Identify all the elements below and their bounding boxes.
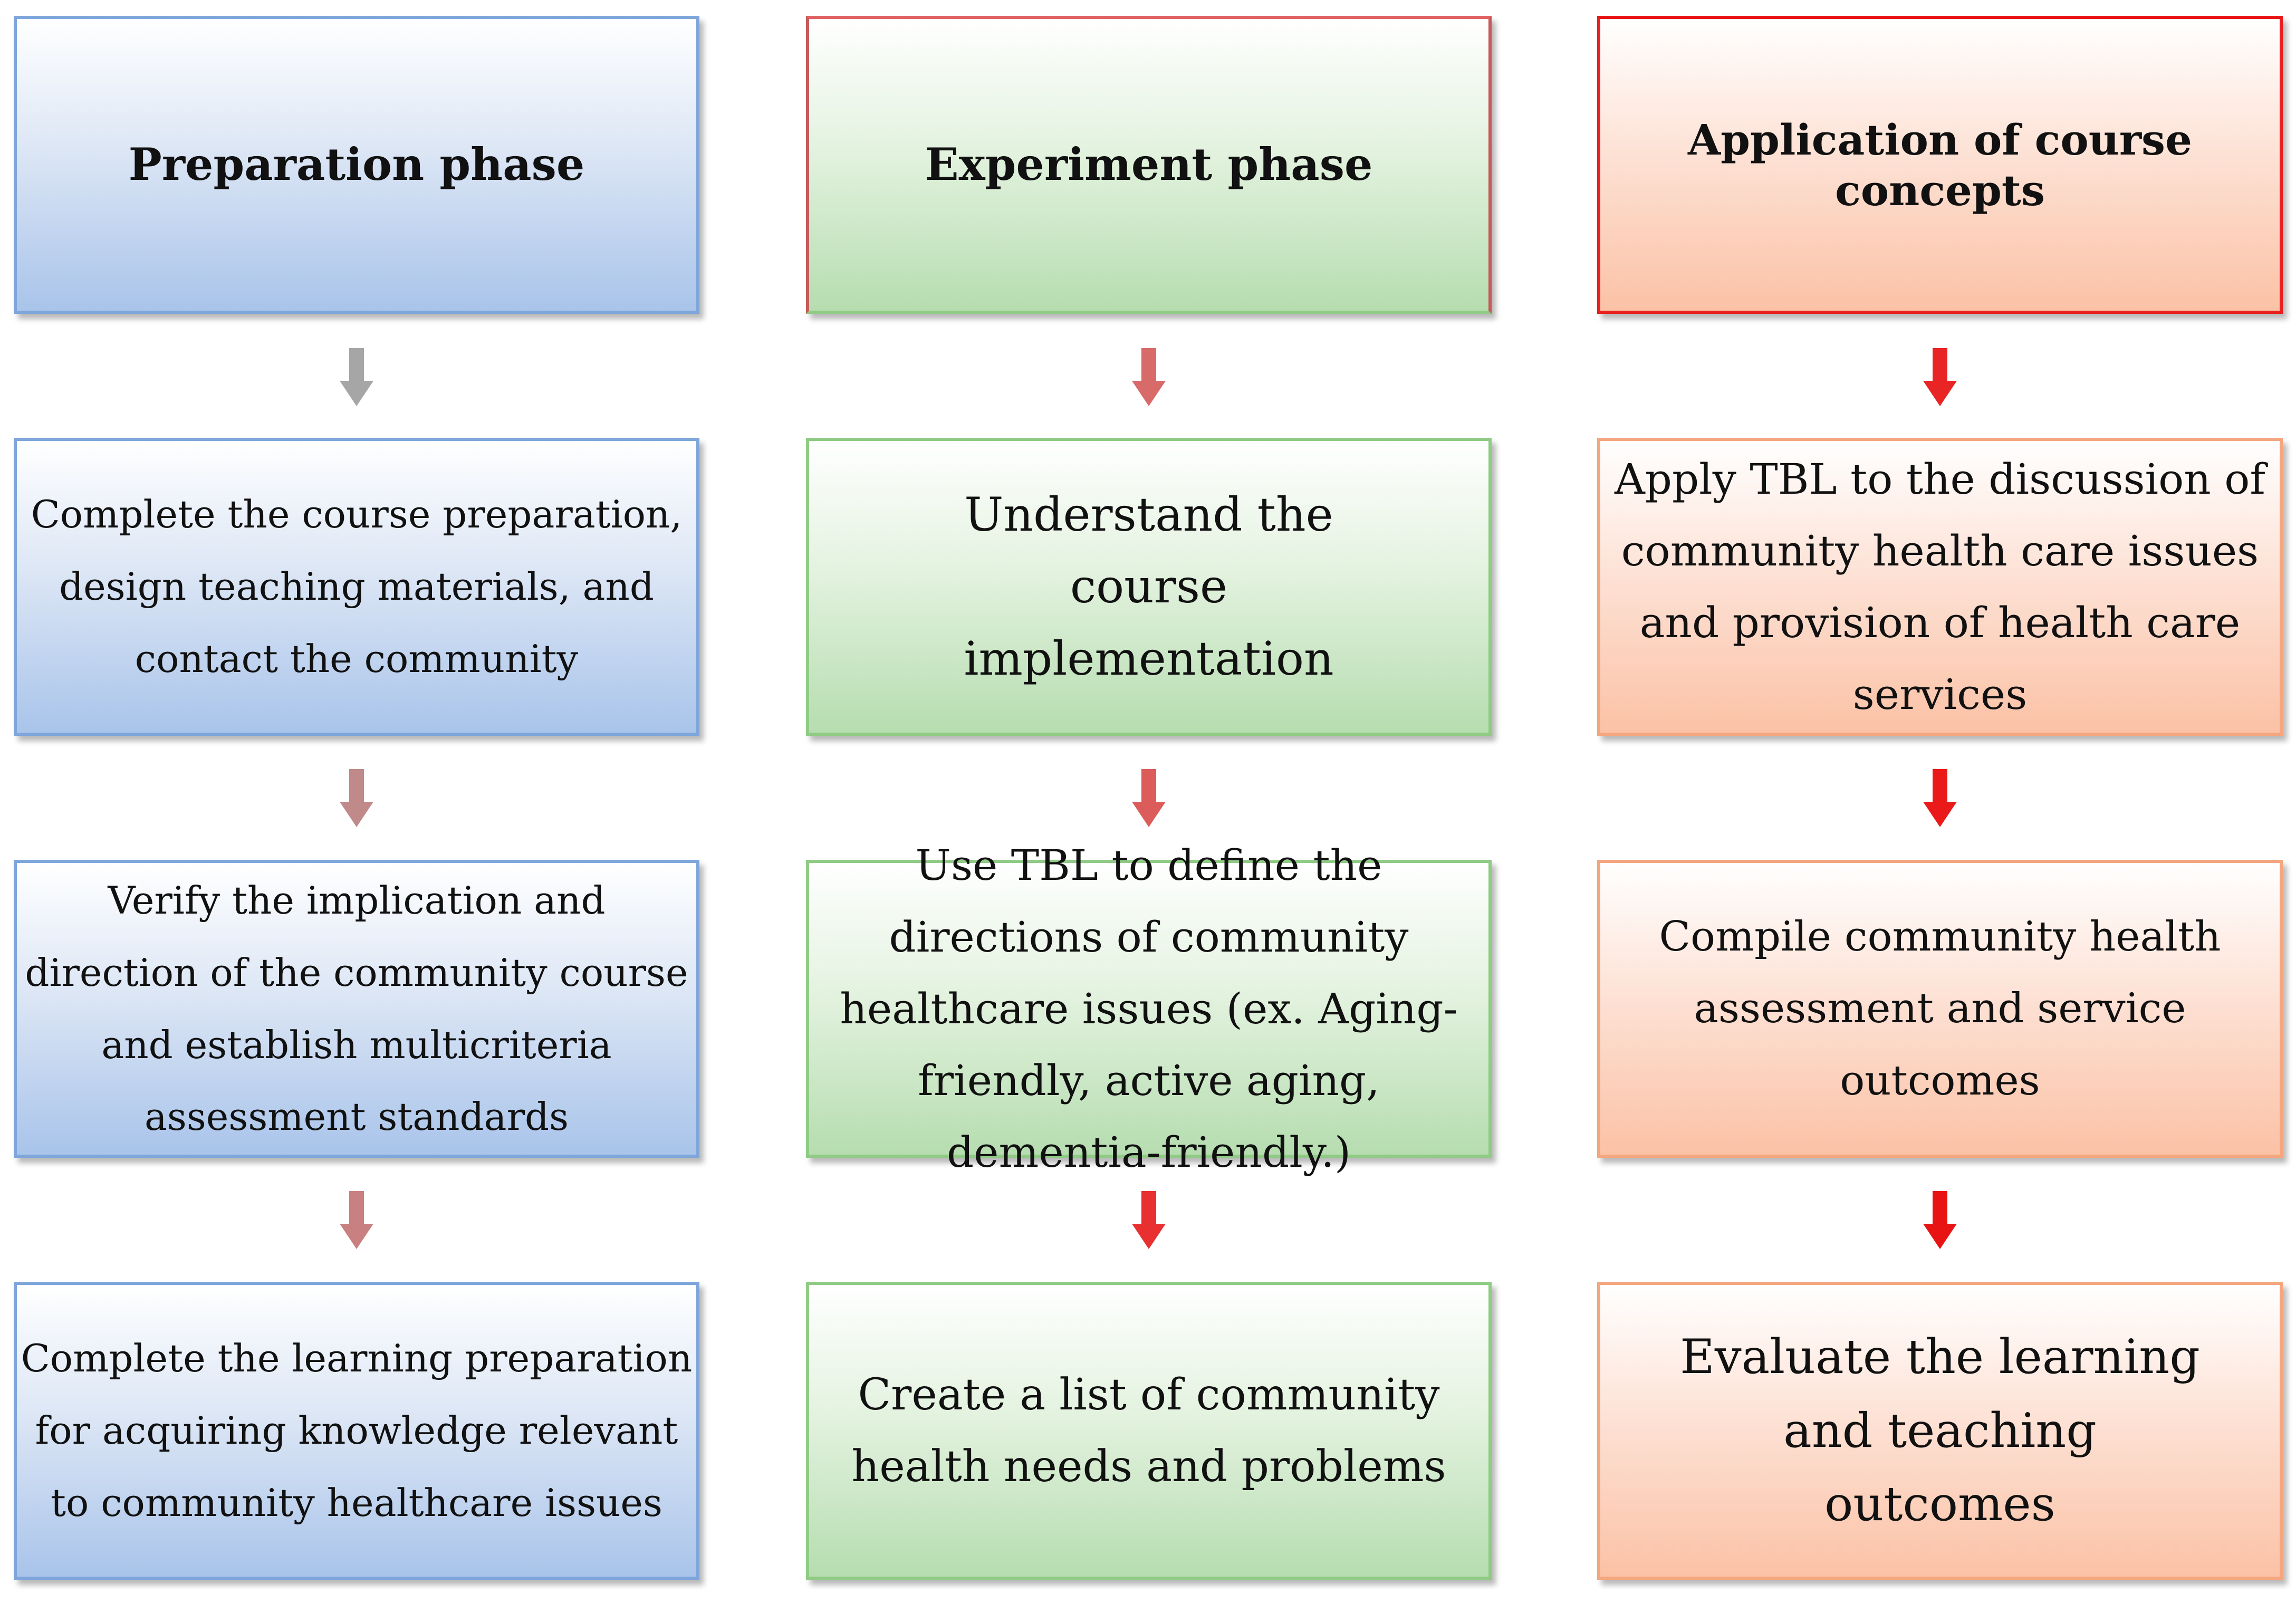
step-exp-1: Understand the course implementation [806,438,1492,736]
arrow-shape [1923,769,1957,827]
arrow-shape [340,1191,373,1249]
arrow-down-icon [1923,769,1957,827]
header-experiment-phase: Experiment phase [806,16,1492,314]
header-label: Experiment phase [925,138,1373,191]
arrow-down-icon [340,1191,373,1249]
step-text: Complete the learning preparation for ac… [21,1336,693,1525]
step-app-3: Evaluate the learning and teaching outco… [1597,1282,2283,1580]
arrow-down-icon [1132,769,1166,827]
arrow-shape [340,348,373,406]
arrow-shape [1132,348,1166,406]
header-preparation-phase: Preparation phase [14,16,699,314]
arrow-shape [1132,769,1166,827]
arrow-shape [1923,348,1957,406]
arrow-down-icon [1923,348,1957,406]
arrow-shape [1132,1191,1166,1249]
header-label: Preparation phase [128,138,585,191]
step-text: Use TBL to define the directions of comm… [840,840,1458,1177]
step-app-1: Apply TBL to the discussion of community… [1597,438,2283,736]
step-prep-2: Verify the implication and direction of … [14,860,699,1158]
step-exp-2: Use TBL to define the directions of comm… [806,841,1492,1177]
arrow-shape [340,769,373,827]
arrow-down-icon [340,769,373,827]
arrow-down-icon [1132,1191,1166,1249]
arrow-shape [1923,1191,1957,1249]
step-text: Complete the course preparation, design … [31,492,683,681]
step-text: Create a list of community health needs … [851,1370,1446,1492]
arrow-down-icon [1132,348,1166,406]
header-application-phase: Application of course concepts [1597,16,2283,314]
step-text: Apply TBL to the discussion of community… [1614,454,2266,719]
step-text: Understand the course implementation [964,487,1334,686]
step-text: Verify the implication and direction of … [25,878,688,1139]
step-exp-3: Create a list of community health needs … [806,1282,1492,1580]
step-prep-1: Complete the course preparation, design … [14,438,699,736]
arrow-down-icon [1923,1191,1957,1249]
step-text: Evaluate the learning and teaching outco… [1680,1329,2200,1532]
arrow-down-icon [340,348,373,406]
step-app-2: Compile community health assessment and … [1597,860,2283,1158]
step-prep-3: Complete the learning preparation for ac… [14,1282,699,1580]
header-label: Application of course concepts [1688,114,2192,215]
step-text: Compile community health assessment and … [1659,913,2221,1105]
